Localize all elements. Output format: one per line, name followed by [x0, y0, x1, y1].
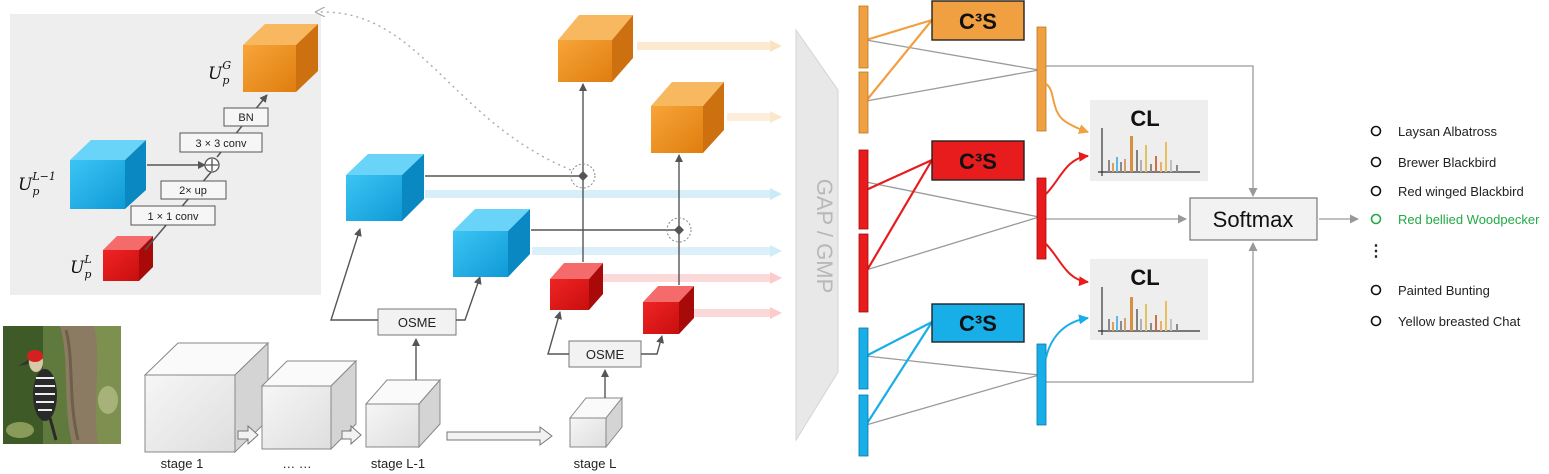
orange-feature-bar-2	[858, 71, 869, 134]
inset-blue-cube	[70, 140, 146, 209]
red-feature-bar-1	[858, 149, 869, 230]
stage-arrow-1	[237, 424, 259, 446]
head: C³S C³S C³S CL	[858, 0, 1359, 457]
stage-arrow-3	[446, 426, 553, 446]
fusion-node-1-core	[578, 171, 588, 181]
class-item: Red winged Blackbird	[1370, 184, 1524, 199]
inset-orange-cube	[243, 24, 318, 92]
op-bn-label: BN	[238, 112, 253, 124]
class-ellipsis: ⋮	[1368, 243, 1384, 260]
fusion-node-2	[666, 217, 692, 243]
inset-panel: BN 3 × 3 conv 2× up 1 × 1 conv UpG UpL−1…	[10, 14, 321, 295]
blue-curve-arrow	[1045, 314, 1089, 359]
class-label-highlighted: Red bellied Woodpecker	[1398, 212, 1540, 227]
pyramid-red-cube-1	[550, 263, 603, 310]
red-curve-arrow-up	[1045, 151, 1089, 195]
c3s-box-red: C³S	[931, 140, 1025, 181]
cl-top-bars	[1108, 136, 1178, 172]
dotted-curve	[320, 12, 572, 171]
c3s-box-blue: C³S	[931, 303, 1025, 343]
blue-concat-bar	[1036, 343, 1047, 426]
class-item: Laysan Albatross	[1370, 124, 1498, 139]
stage-arrow-2	[341, 424, 362, 446]
stage-l-cube	[568, 396, 624, 449]
softmax-box: Softmax	[1189, 197, 1318, 241]
class-label: Yellow breasted Chat	[1398, 314, 1521, 329]
gap-gmp-block: GAP / GMP	[795, 28, 839, 442]
class-label: Red winged Blackbird	[1398, 184, 1524, 199]
pyramid-red-cube-2	[643, 286, 694, 334]
label-upl1: UpL−1	[18, 170, 56, 198]
c3s-blue-label: C³S	[959, 311, 997, 336]
red-feature-bar-2	[858, 233, 869, 313]
pyramid-orange-cube-1	[558, 15, 633, 82]
label-upg: UpG	[208, 59, 231, 87]
blue-feature-bar-1	[858, 327, 869, 390]
cl-bottom-label: CL	[1130, 265, 1159, 290]
lateral-arrows	[425, 40, 782, 319]
op-conv3-label: 3 × 3 conv	[195, 138, 247, 150]
stage2-cube	[260, 359, 358, 451]
c3s-red-label: C³S	[959, 149, 997, 174]
radio-icon	[1370, 185, 1382, 197]
op-up-label: 2× up	[179, 185, 207, 197]
softmax-label: Softmax	[1213, 207, 1294, 232]
class-label: Laysan Albatross	[1398, 124, 1498, 139]
cl-top-label: CL	[1130, 106, 1159, 131]
label-upl: UpL	[70, 253, 92, 281]
fusion-node-1	[570, 163, 596, 189]
stage-ellipsis-label: … …	[282, 456, 312, 471]
op-conv1-label: 1 × 1 conv	[147, 211, 199, 223]
stage-l-label: stage L	[574, 456, 617, 471]
c3s-orange-label: C³S	[959, 9, 997, 34]
red-curve-arrow-down	[1045, 243, 1089, 287]
orange-curve-arrow	[1045, 83, 1089, 134]
class-item: Painted Bunting	[1370, 283, 1490, 298]
backbone: stage 1 … … stage L-1 stage L	[143, 341, 624, 471]
op-box-up: 2× up	[160, 180, 227, 200]
c3s-box-orange: C³S	[931, 0, 1025, 41]
radio-icon	[1370, 284, 1382, 296]
radio-icon	[1370, 125, 1382, 137]
op-box-bn: BN	[223, 107, 269, 127]
class-item: Brewer Blackbird	[1370, 155, 1496, 170]
cl-bottom-bars	[1108, 297, 1178, 331]
stage1-cube	[143, 341, 270, 454]
class-item: Yellow breasted Chat	[1370, 314, 1521, 329]
osme-1-label: OSME	[398, 315, 437, 330]
class-item-highlighted: Red bellied Woodpecker	[1370, 212, 1540, 227]
gap-gmp-label: GAP / GMP	[812, 179, 837, 294]
bird-photo	[3, 326, 121, 444]
pyramid-blue-cube-2	[453, 209, 530, 277]
stage1-label: stage 1	[161, 456, 204, 471]
osme-2-label: OSME	[586, 347, 625, 362]
pyramid-orange-cube-2	[651, 82, 724, 153]
pyramid-blue-cube-1	[346, 154, 424, 221]
op-box-conv1: 1 × 1 conv	[130, 205, 216, 226]
orange-concat-bar	[1036, 26, 1047, 132]
op-box-conv3: 3 × 3 conv	[179, 132, 263, 153]
red-concat-bar	[1036, 177, 1047, 260]
cl-panel-top: CL	[1090, 100, 1208, 181]
radio-icon	[1370, 213, 1382, 225]
osme-box-2: OSME	[568, 340, 642, 368]
class-label: Brewer Blackbird	[1398, 155, 1496, 170]
inset-red-cube	[103, 236, 153, 281]
stage-l1-label: stage L-1	[371, 456, 425, 471]
plus-icon	[206, 159, 218, 171]
stage-l1-cube	[364, 378, 442, 449]
orange-feature-bar-1	[858, 5, 869, 69]
cl-panel-bottom: CL	[1090, 259, 1208, 340]
blue-feature-bar-2	[858, 394, 869, 457]
radio-icon	[1370, 156, 1382, 168]
class-label: Painted Bunting	[1398, 283, 1490, 298]
pyramid: OSME OSME	[320, 12, 782, 398]
radio-icon	[1370, 315, 1382, 327]
fusion-node-2-core	[674, 225, 684, 235]
osme-box-1: OSME	[377, 308, 457, 336]
class-list: Laysan Albatross Brewer Blackbird Red wi…	[1368, 124, 1540, 329]
